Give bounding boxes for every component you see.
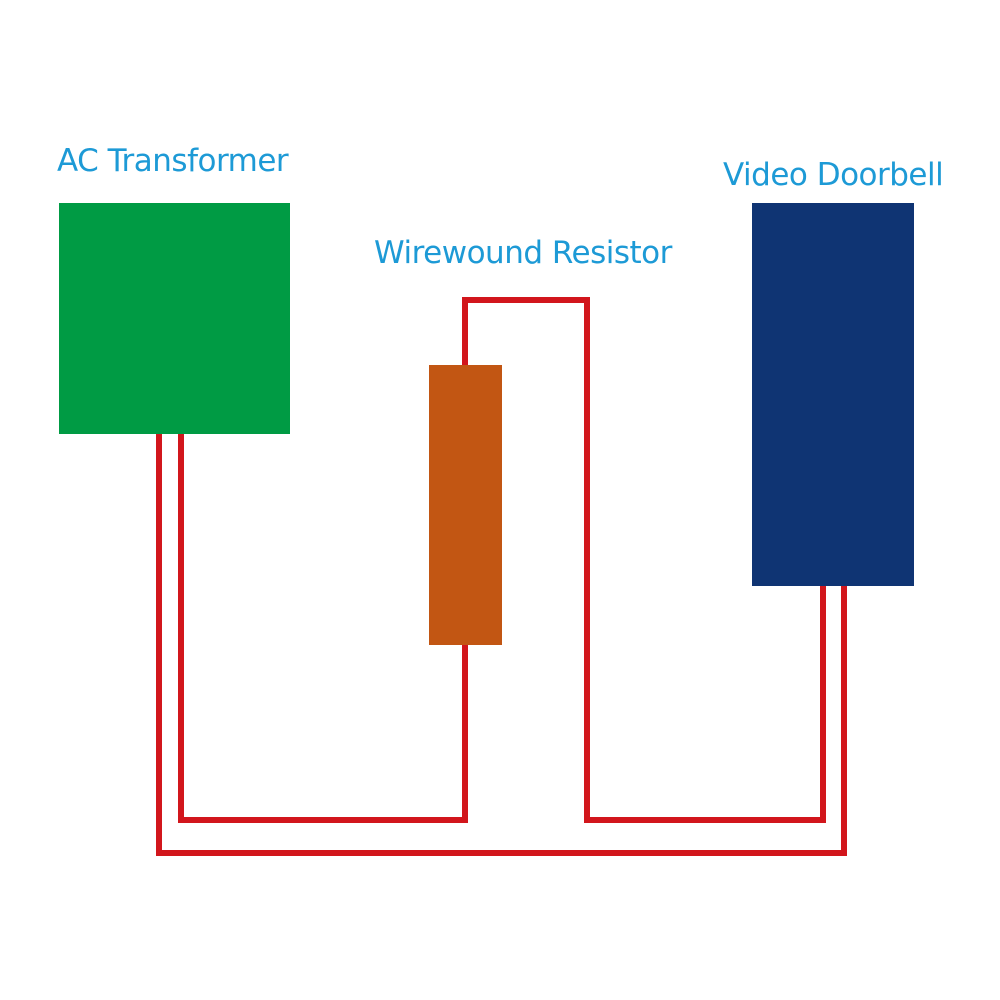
wire-transformer-to-doorbell-return	[156, 431, 847, 856]
wirewound-resistor-label: Wirewound Resistor	[374, 235, 673, 271]
wire-transformer-to-resistor	[178, 431, 468, 823]
ac-transformer-label: AC Transformer	[57, 143, 289, 179]
ac-transformer-block	[59, 203, 290, 434]
wires	[156, 297, 847, 856]
wirewound-resistor-block	[429, 365, 502, 645]
video-doorbell-block	[752, 203, 914, 586]
video-doorbell-label: Video Doorbell	[723, 157, 943, 193]
wire-resistor-to-doorbell	[462, 297, 826, 823]
